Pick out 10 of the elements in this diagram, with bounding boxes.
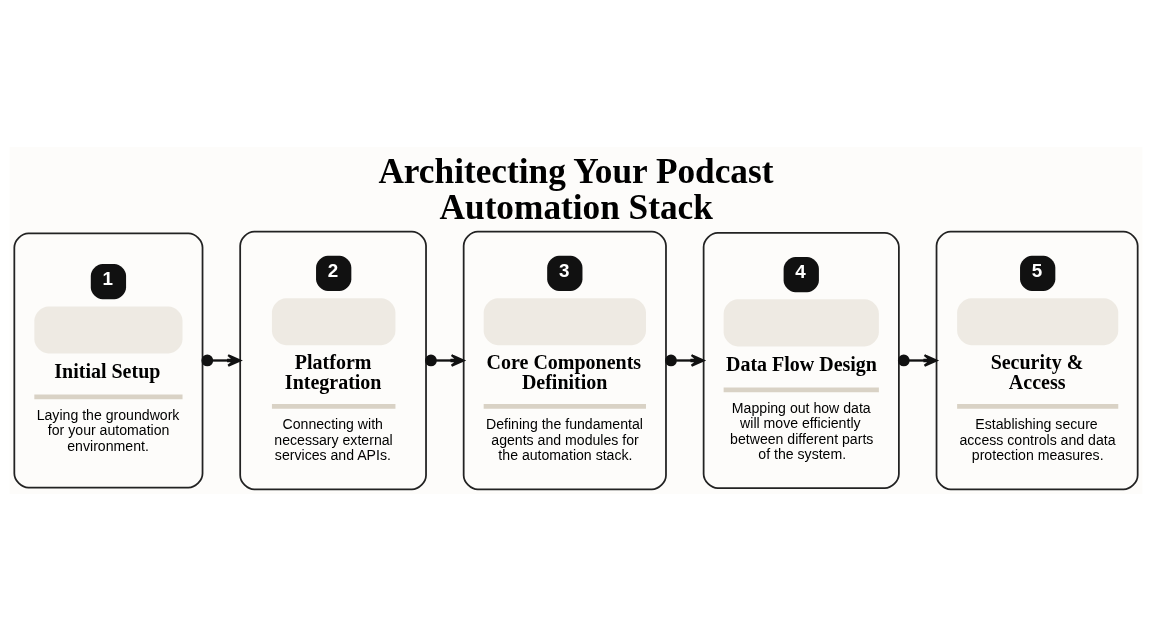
node-box: 5 Security & Access Establishing secure access controls and data protection measures. <box>935 230 1139 490</box>
node-box: 4 Data Flow Design Mapping out how data will move efficiently between different parts of the system. <box>702 231 900 489</box>
node-box: 3 Core Components Definition Defining the fundamental agents and modules for the automation stack. <box>462 230 667 490</box>
arrow <box>897 353 938 367</box>
arrow <box>201 353 242 367</box>
node-box: 1 Initial Setup Laying the groundwork for your automation environment. <box>13 232 204 488</box>
arrow <box>425 353 465 367</box>
node-box: 2 Platform Integration Connecting with necessary external services and APIs. <box>239 230 427 490</box>
arrow <box>665 353 705 367</box>
diagram-title: Architecting Your Podcast Automation Stack <box>378 151 774 227</box>
